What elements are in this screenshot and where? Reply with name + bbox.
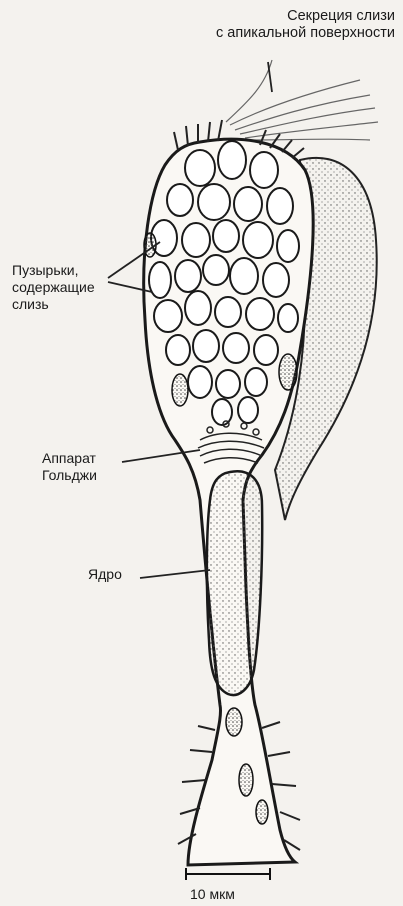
- scale-bar: [186, 868, 270, 880]
- vesicles-label: Пузырьки, содержащие слизь: [12, 262, 95, 313]
- nucleus-label: Ядро: [88, 566, 122, 583]
- vesicles-label-line-2: содержащие: [12, 279, 95, 296]
- golgi-label: Аппарат Гольджи: [42, 450, 97, 484]
- vesicles-label-line-1: Пузырьки,: [12, 262, 95, 279]
- nucleus: [207, 471, 262, 695]
- mucus-secretion-label: Секреция слизи с апикальной поверхности: [216, 8, 395, 42]
- mucus-secretion-label-line-1: Секреция слизи: [216, 8, 395, 25]
- vesicles-label-line-3: слизь: [12, 296, 95, 313]
- mucus-strands: [226, 60, 378, 140]
- nucleus-callout-line: [140, 570, 210, 578]
- golgi-label-line-2: Гольджи: [42, 467, 97, 484]
- mucus-secretion-label-line-2: с апикальной поверхности: [216, 25, 395, 42]
- scale-label: 10 мкм: [190, 886, 235, 903]
- golgi-label-line-1: Аппарат: [42, 450, 97, 467]
